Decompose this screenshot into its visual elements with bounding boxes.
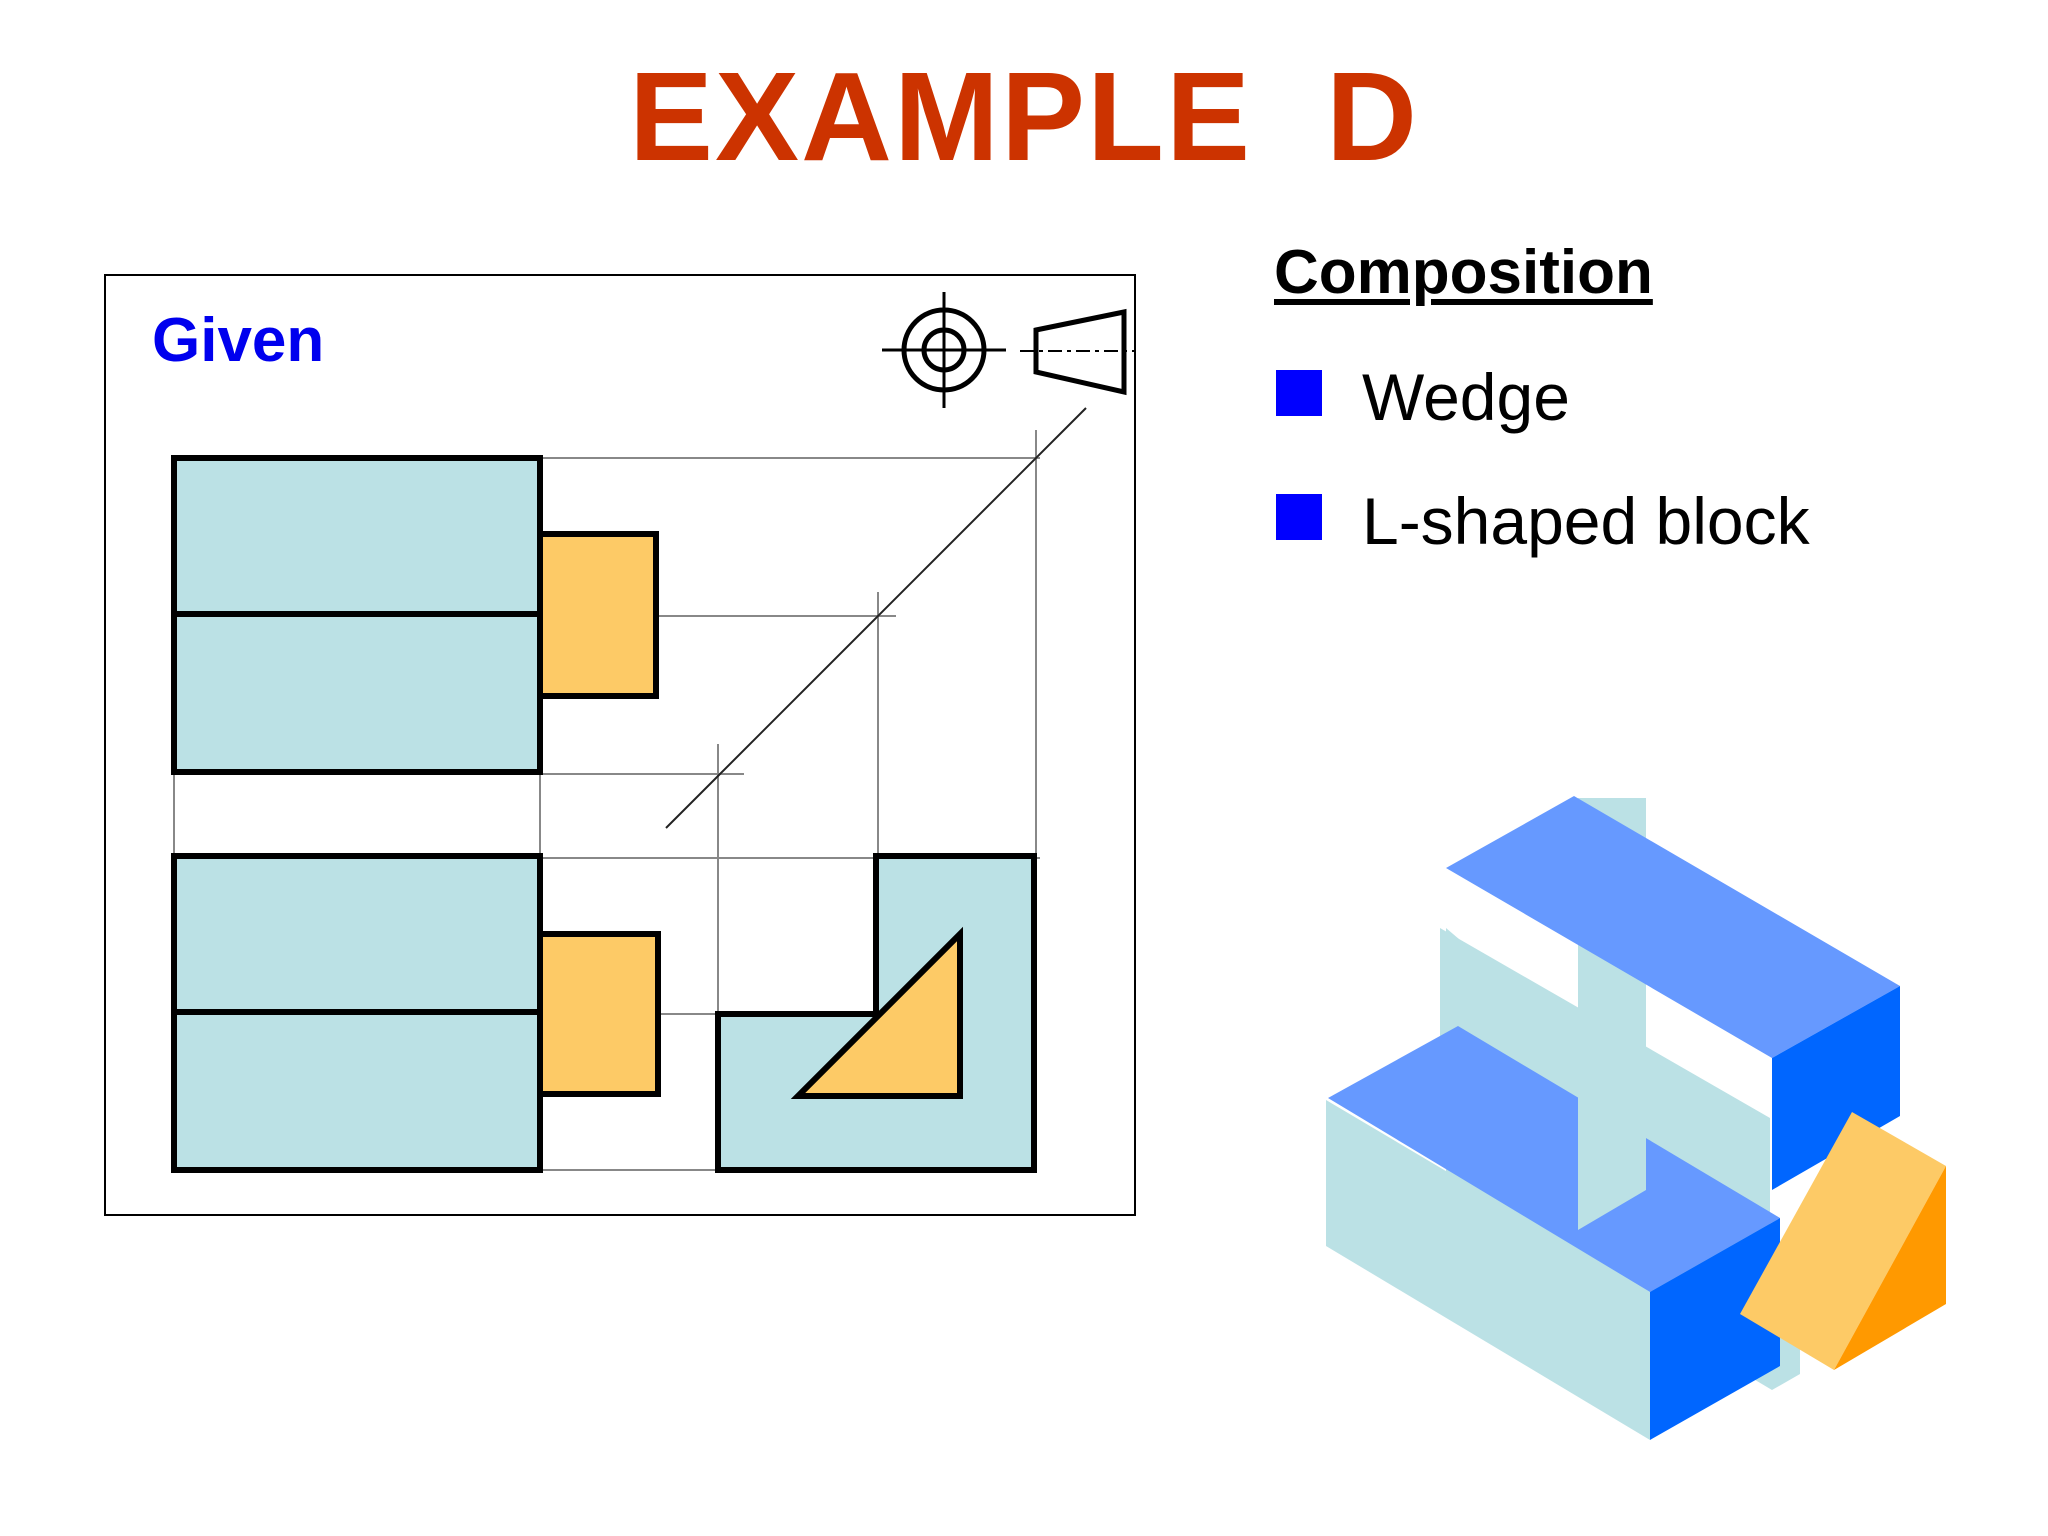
- isometric-model: [1326, 796, 1946, 1440]
- composition-item-label: Wedge: [1362, 360, 1570, 434]
- wedge-slope-face: [1740, 1112, 1946, 1370]
- composition-item-l-shaped-block: L-shaped block: [1276, 486, 1976, 566]
- l-block-lower-right-face: [1650, 1218, 1780, 1440]
- first-angle-projection-cone-icon: [1020, 308, 1136, 396]
- page-title: EXAMPLE D: [628, 46, 1420, 187]
- front-view: [171, 853, 661, 1173]
- composition-item-wedge: Wedge: [1276, 362, 1976, 442]
- l-block-upper-top-face: [1446, 796, 1900, 1058]
- bullet-square-icon: [1276, 494, 1322, 540]
- first-angle-projection-circle-icon: [882, 292, 1006, 408]
- side-view: [715, 853, 1037, 1173]
- top-view: [171, 455, 659, 775]
- l-block-base-front-face: [1326, 1100, 1650, 1440]
- wedge-side-face: [1834, 1166, 1946, 1370]
- bullet-square-icon: [1276, 370, 1322, 416]
- l-block-lower-top-face: [1328, 1026, 1780, 1292]
- given-label: Given: [152, 306, 325, 375]
- composition-heading: Composition: [1274, 238, 1653, 307]
- composition-item-label: L-shaped block: [1362, 484, 1810, 558]
- l-block-right-face: [1772, 986, 1900, 1190]
